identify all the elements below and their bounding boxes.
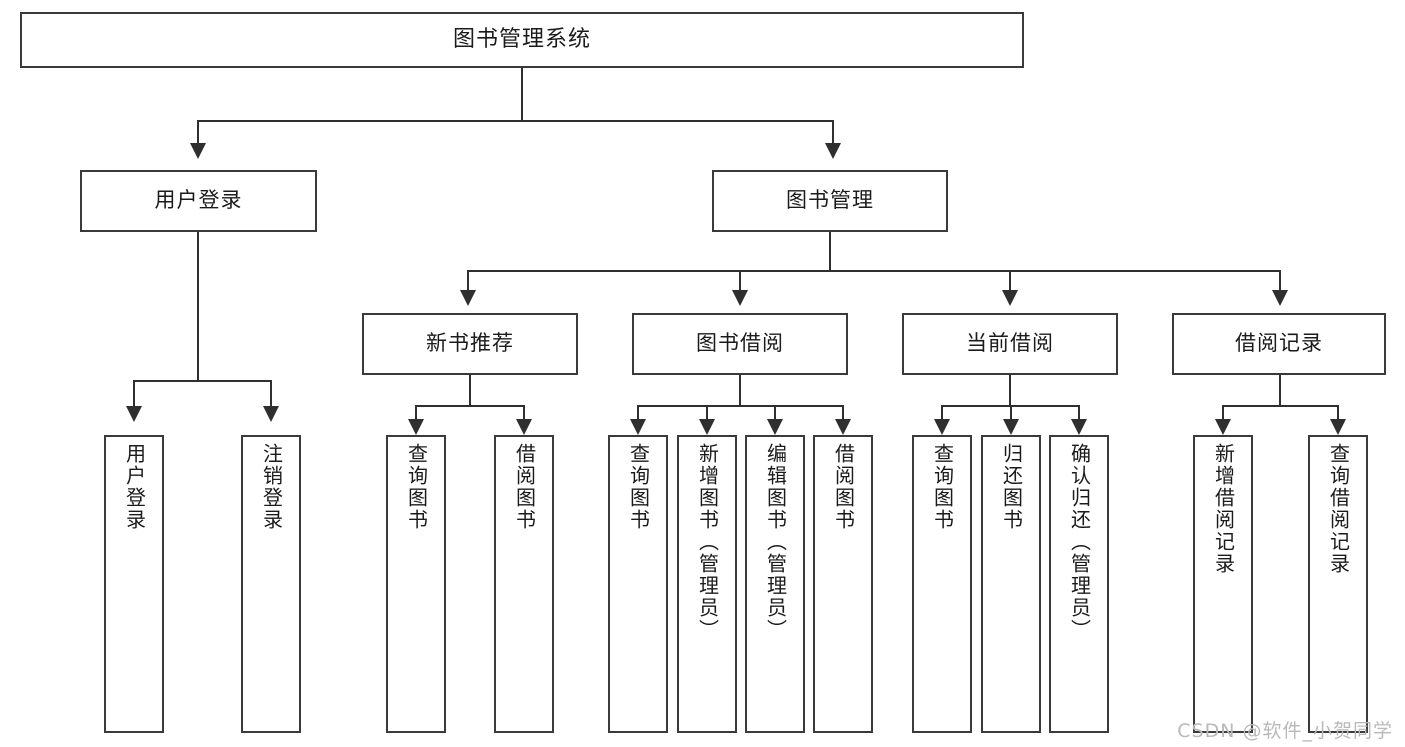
- arrow-bm-to-borrow-record: [1272, 290, 1288, 306]
- leaf-label: 借阅图书: [512, 443, 537, 531]
- node-new-book-recommend[interactable]: 新书推荐: [362, 313, 578, 375]
- node-label: 借阅记录: [1235, 331, 1323, 356]
- leaf-label: 确认归还（管理员）: [1067, 443, 1092, 641]
- connector-book-borrow-to-leaf-2: [706, 405, 708, 421]
- node-label: 图书管理: [786, 188, 874, 213]
- leaf-bb-edit-book-admin[interactable]: 编辑图书（管理员）: [745, 435, 805, 733]
- connector-borrow-record-to-leaf-1: [1222, 405, 1224, 421]
- leaf-cb-confirm-return-admin[interactable]: 确认归还（管理员）: [1049, 435, 1109, 733]
- node-label: 图书管理系统: [452, 26, 591, 52]
- arrow-borrow-record-to-leaf-1: [1215, 419, 1231, 435]
- connector-new-book-stem: [469, 375, 471, 405]
- leaf-cb-return-book[interactable]: 归还图书: [981, 435, 1041, 733]
- leaf-label: 查询图书: [404, 443, 429, 531]
- connector-root-to-book-management: [832, 120, 834, 145]
- connector-bm-to-current-borrow: [1009, 270, 1011, 292]
- connector-current-borrow-to-leaf-1: [941, 405, 943, 421]
- node-label: 新书推荐: [426, 331, 514, 356]
- node-book-management[interactable]: 图书管理: [712, 170, 948, 232]
- leaf-cb-query-book[interactable]: 查询图书: [912, 435, 972, 733]
- leaf-label: 查询图书: [930, 443, 955, 531]
- connector-book-borrow-to-leaf-3: [774, 405, 776, 421]
- connector-book-borrow-stem: [739, 375, 741, 405]
- connector-borrow-record-stem: [1279, 375, 1281, 405]
- connector-new-book-to-leaf-1: [415, 405, 417, 421]
- connector-user-login-bus: [133, 380, 271, 382]
- connector-book-borrow-to-leaf-1: [637, 405, 639, 421]
- leaf-label: 查询借阅记录: [1326, 443, 1351, 575]
- leaf-logout-login[interactable]: 注销登录: [241, 435, 301, 733]
- node-book-borrow[interactable]: 图书借阅: [632, 313, 848, 375]
- connector-book-borrow-bus: [637, 405, 844, 407]
- arrow-user-login-to-leaf-1: [126, 406, 142, 422]
- connector-book-management-stem: [829, 232, 831, 270]
- leaf-label: 新增借阅记录: [1211, 443, 1236, 575]
- arrow-book-borrow-to-leaf-4: [835, 419, 851, 435]
- leaf-label: 新增图书（管理员）: [695, 443, 720, 641]
- connector-root-to-user-login: [197, 120, 199, 145]
- arrow-book-borrow-to-leaf-2: [699, 419, 715, 435]
- connector-bm-to-borrow-record: [1279, 270, 1281, 292]
- arrow-bm-to-current-borrow: [1002, 290, 1018, 306]
- leaf-label: 编辑图书（管理员）: [763, 443, 788, 641]
- connector-root-bus: [197, 120, 833, 122]
- connector-root-stem: [521, 68, 523, 120]
- arrow-new-book-to-leaf-2: [516, 419, 532, 435]
- arrow-user-login-to-leaf-2: [263, 406, 279, 422]
- connector-new-book-bus: [415, 405, 525, 407]
- arrow-root-to-book-management: [825, 143, 841, 159]
- leaf-label: 借阅图书: [831, 443, 856, 531]
- leaf-bb-borrow-book[interactable]: 借阅图书: [813, 435, 873, 733]
- connector-borrow-record-bus: [1222, 405, 1339, 407]
- leaf-bb-add-book-admin[interactable]: 新增图书（管理员）: [677, 435, 737, 733]
- leaf-label: 注销登录: [259, 443, 284, 531]
- node-user-login[interactable]: 用户登录: [80, 170, 317, 232]
- node-borrow-record[interactable]: 借阅记录: [1172, 313, 1386, 375]
- node-label: 当前借阅: [966, 331, 1054, 356]
- leaf-label: 查询图书: [626, 443, 651, 531]
- connector-current-borrow-stem: [1009, 375, 1011, 405]
- arrow-bm-to-book-borrow: [732, 290, 748, 306]
- connector-user-login-to-leaf-1: [133, 380, 135, 408]
- csdn-watermark: CSDN @软件_小贺同学: [1177, 720, 1393, 742]
- leaf-label: 用户登录: [122, 443, 147, 531]
- connector-user-login-to-leaf-2: [270, 380, 272, 408]
- connector-bm-to-new-book: [467, 270, 469, 292]
- arrow-book-borrow-to-leaf-3: [767, 419, 783, 435]
- node-current-borrow[interactable]: 当前借阅: [902, 313, 1118, 375]
- connector-user-login-stem: [197, 232, 199, 380]
- leaf-user-login[interactable]: 用户登录: [104, 435, 164, 733]
- arrow-bm-to-new-book: [460, 290, 476, 306]
- arrow-new-book-to-leaf-1: [408, 419, 424, 435]
- node-root-book-management-system[interactable]: 图书管理系统: [20, 12, 1024, 68]
- arrow-current-borrow-to-leaf-2: [1003, 419, 1019, 435]
- connector-borrow-record-to-leaf-2: [1337, 405, 1339, 421]
- arrow-current-borrow-to-leaf-3: [1071, 419, 1087, 435]
- leaf-nbr-query-book[interactable]: 查询图书: [386, 435, 446, 733]
- node-label: 图书借阅: [696, 331, 784, 356]
- connector-new-book-to-leaf-2: [523, 405, 525, 421]
- connector-book-management-bus: [467, 270, 1279, 272]
- node-label: 用户登录: [154, 188, 243, 213]
- connector-current-borrow-to-leaf-2: [1010, 405, 1012, 421]
- leaf-label: 归还图书: [999, 443, 1024, 531]
- leaf-br-query-record[interactable]: 查询借阅记录: [1308, 435, 1368, 733]
- connector-book-borrow-to-leaf-4: [842, 405, 844, 421]
- arrow-current-borrow-to-leaf-1: [934, 419, 950, 435]
- leaf-bb-query-book[interactable]: 查询图书: [608, 435, 668, 733]
- connector-current-borrow-to-leaf-3: [1078, 405, 1080, 421]
- arrow-borrow-record-to-leaf-2: [1330, 419, 1346, 435]
- arrow-root-to-user-login: [190, 143, 206, 159]
- leaf-nbr-borrow-book[interactable]: 借阅图书: [494, 435, 554, 733]
- leaf-br-add-record[interactable]: 新增借阅记录: [1193, 435, 1253, 733]
- arrow-book-borrow-to-leaf-1: [630, 419, 646, 435]
- connector-bm-to-book-borrow: [739, 270, 741, 292]
